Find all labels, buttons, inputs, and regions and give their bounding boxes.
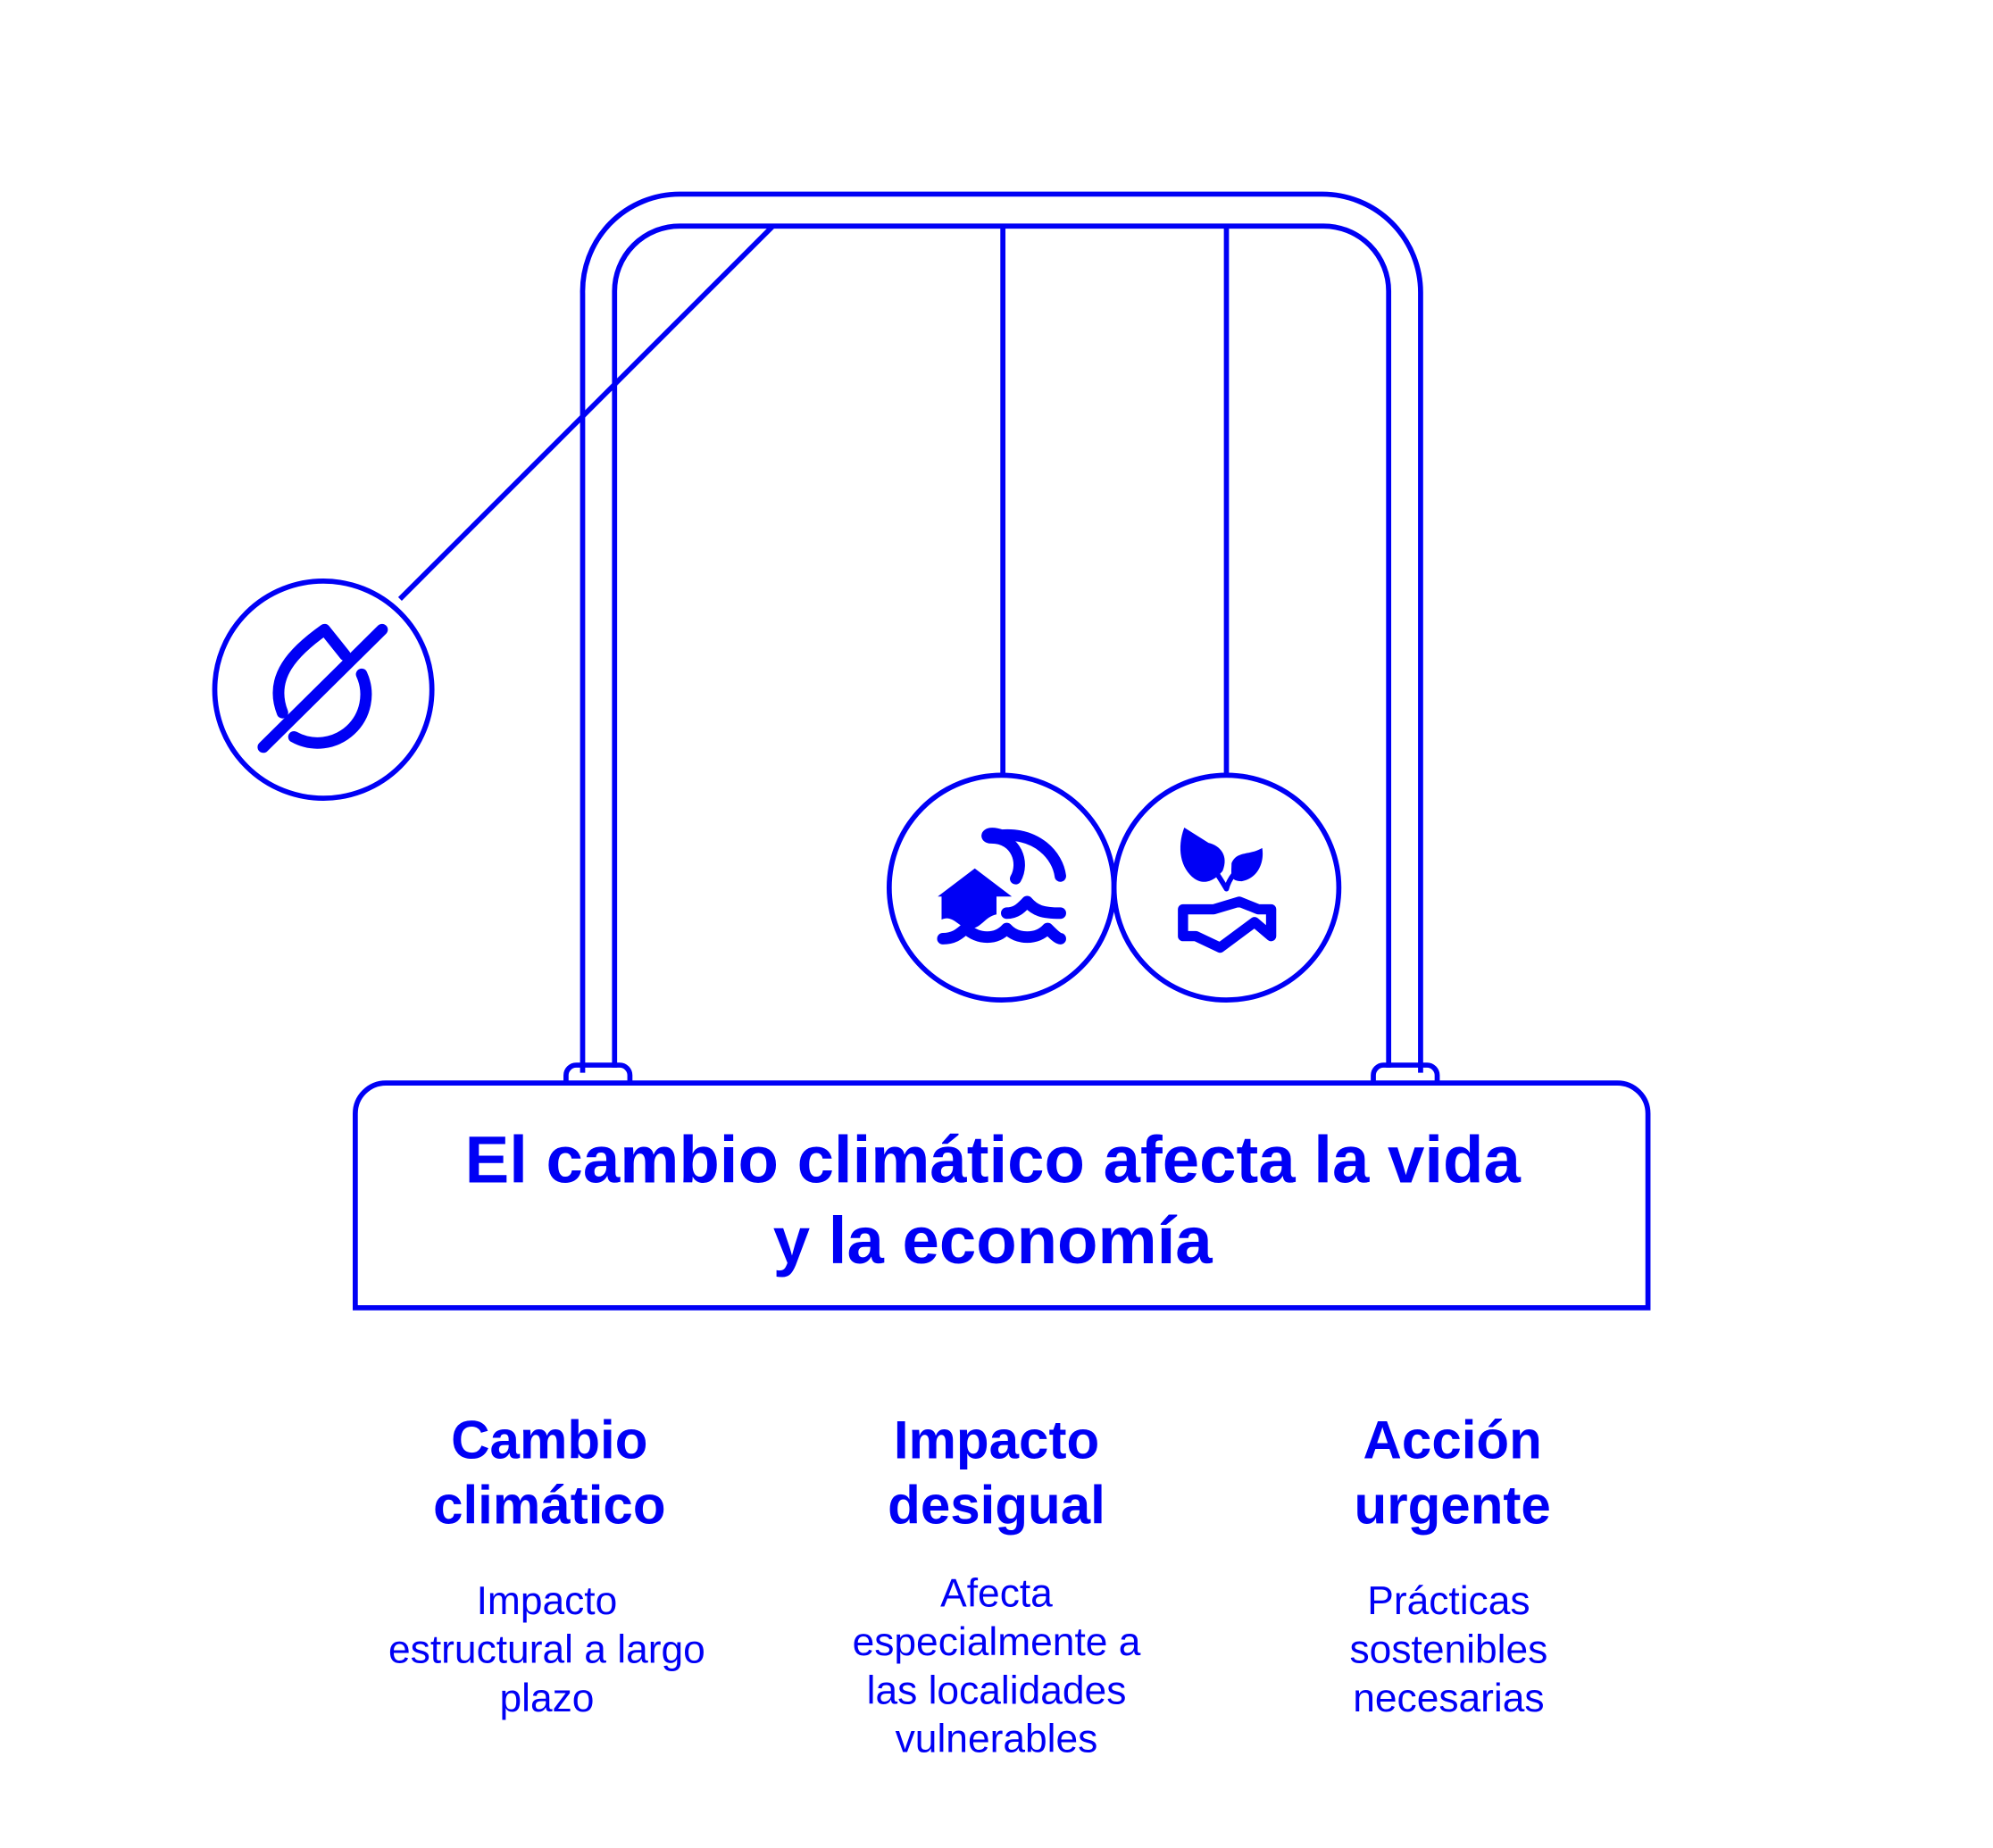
column-desc: necesarias bbox=[1353, 1677, 1544, 1720]
column-desc: Afecta bbox=[940, 1572, 1053, 1616]
column-heading: urgente bbox=[1355, 1476, 1551, 1536]
column-climate-change: Cambio climático Impacto estructural a l… bbox=[388, 1411, 705, 1720]
string-1 bbox=[397, 224, 775, 601]
ball-plant-handshake bbox=[1111, 772, 1342, 1003]
flooded-house-icon bbox=[937, 828, 1066, 945]
column-unequal-impact: Impacto desigual Afecta especialmente a … bbox=[853, 1411, 1141, 1761]
title-base-box bbox=[353, 1080, 1651, 1311]
column-desc: plazo bbox=[499, 1677, 594, 1720]
ball-no-water bbox=[212, 579, 435, 801]
column-heading: Cambio bbox=[451, 1411, 647, 1470]
column-desc: vulnerables bbox=[896, 1718, 1098, 1761]
title-line-1: El cambio climático afecta la vida bbox=[465, 1123, 1522, 1197]
plant-handshake-icon bbox=[1178, 827, 1277, 953]
column-desc: sostenibles bbox=[1350, 1628, 1548, 1672]
column-desc: especialmente a bbox=[853, 1620, 1141, 1664]
column-heading: Impacto bbox=[894, 1411, 1099, 1470]
column-heading: climático bbox=[433, 1476, 665, 1536]
column-desc: Impacto bbox=[477, 1579, 618, 1623]
column-desc: las localidades bbox=[867, 1669, 1127, 1712]
ball-flood bbox=[886, 772, 1117, 1003]
column-desc: estructural a largo bbox=[388, 1628, 705, 1672]
title-line-2: y la economía bbox=[773, 1203, 1213, 1278]
column-desc: Prácticas bbox=[1367, 1579, 1530, 1623]
no-water-drop-icon bbox=[257, 623, 388, 753]
column-heading: desigual bbox=[888, 1476, 1105, 1536]
column-urgent-action: Acción urgente Prácticas sostenibles nec… bbox=[1350, 1411, 1551, 1720]
column-heading: Acción bbox=[1363, 1411, 1542, 1470]
